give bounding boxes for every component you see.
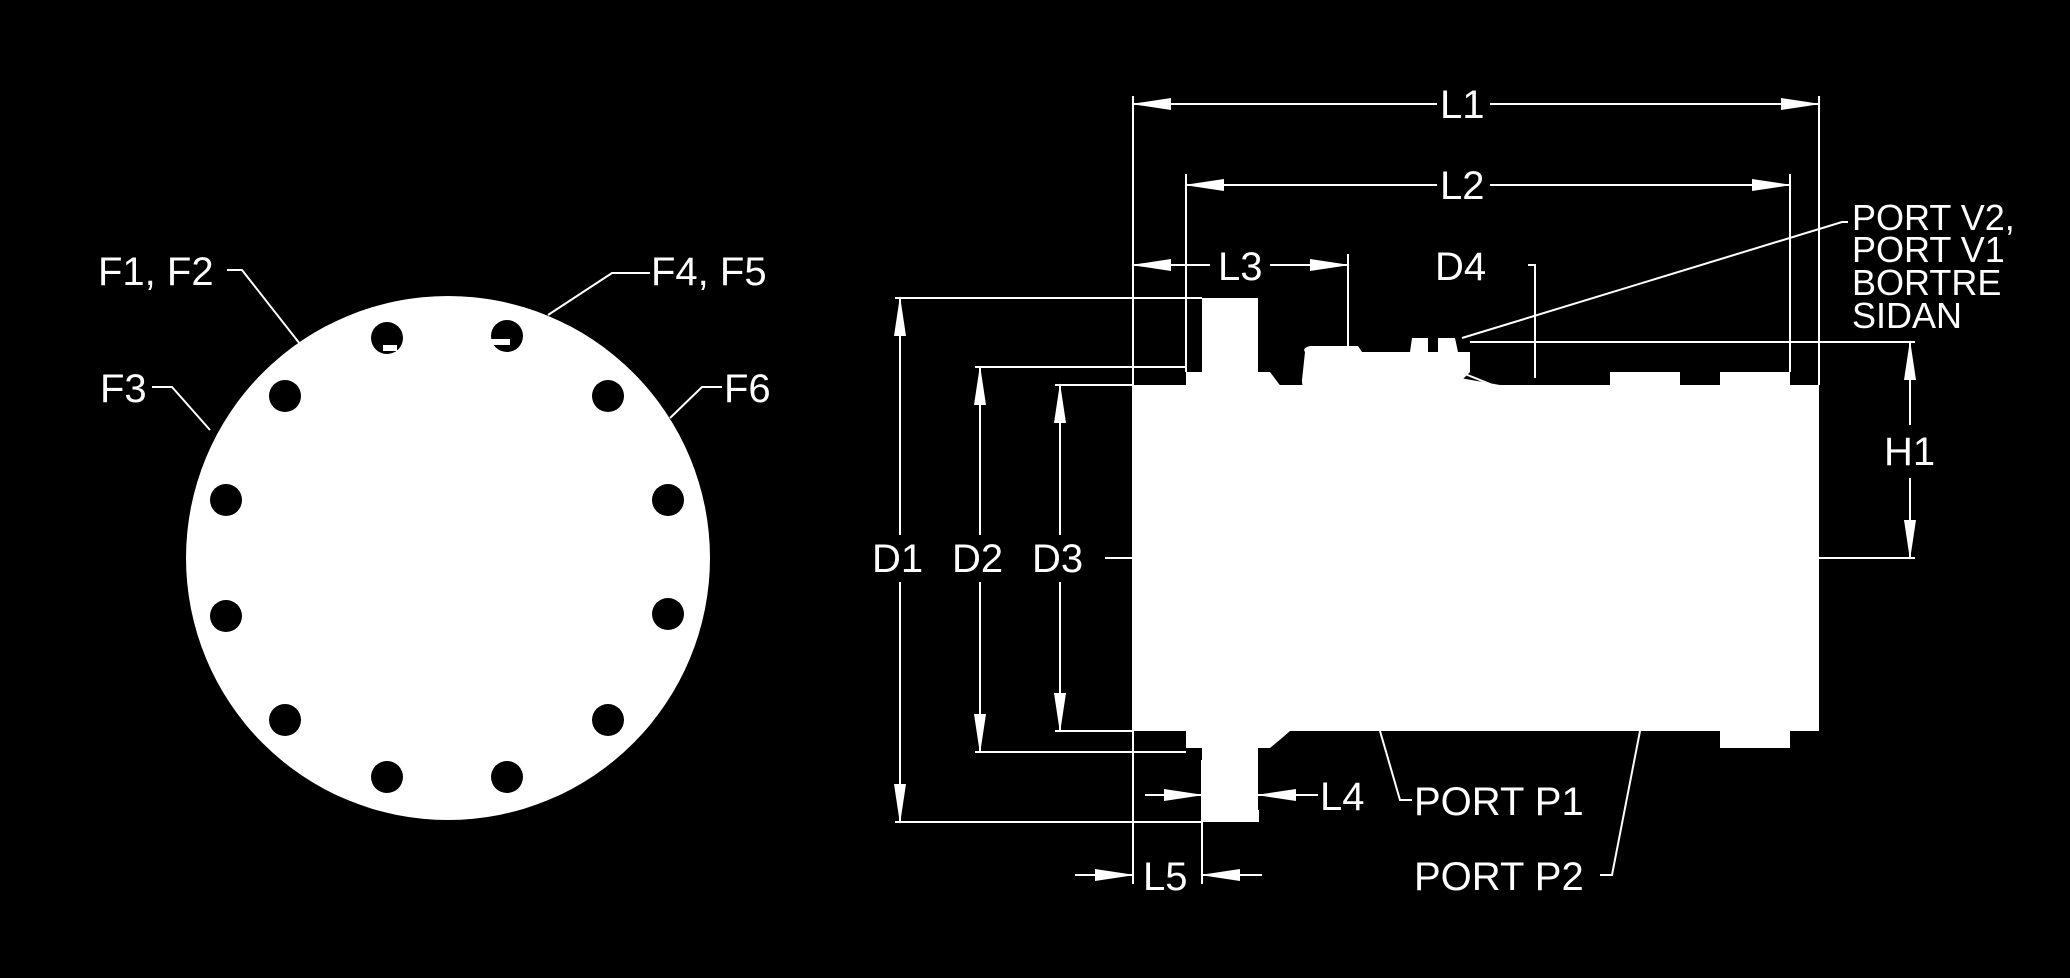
extension-lines xyxy=(895,96,1915,884)
side-view: L1 L2 L3 D4 D1 D2 D3 H1 L4 L5 PORT V2, P… xyxy=(872,83,2015,899)
bolt-hole xyxy=(269,704,301,736)
label-port-v-line3: BORTRE xyxy=(1852,262,2001,303)
label-d3: D3 xyxy=(1032,537,1083,581)
leader-port-p2 xyxy=(1600,730,1641,876)
label-l2: L2 xyxy=(1440,164,1485,208)
bolt-hole xyxy=(592,380,624,412)
end-view-leaders xyxy=(152,269,722,431)
side-view-leaders xyxy=(1379,221,1848,876)
bolt-hole xyxy=(210,484,242,516)
end-view: F1, F2 F4, F5 F3 F6 xyxy=(98,250,771,820)
valve-block xyxy=(1302,338,1470,392)
bolt-hole xyxy=(491,761,523,793)
label-l5: L5 xyxy=(1143,855,1188,899)
bolt-hole xyxy=(592,704,624,736)
label-port-p1: PORT P1 xyxy=(1414,780,1584,824)
leader-d4 xyxy=(1528,264,1536,378)
label-l4: L4 xyxy=(1320,775,1365,819)
label-d2: D2 xyxy=(952,537,1003,581)
leader-port-v xyxy=(1461,221,1848,339)
bolt-holes xyxy=(210,320,684,793)
flange-disc xyxy=(186,296,710,820)
label-d1: D1 xyxy=(872,537,923,581)
label-f3: F3 xyxy=(100,367,147,411)
bottom-profile xyxy=(1186,731,1790,748)
label-d4: D4 xyxy=(1435,245,1486,289)
label-f1-f2: F1, F2 xyxy=(98,250,214,294)
label-f6: F6 xyxy=(724,367,771,411)
label-port-v-line1: PORT V2, xyxy=(1852,197,2015,238)
bolt-hole xyxy=(371,761,403,793)
label-l3: L3 xyxy=(1218,245,1263,289)
port-v-label: PORT V2, PORT V1 BORTRE SIDAN xyxy=(1852,197,2015,336)
bolt-hole xyxy=(269,380,301,412)
bolt-hole xyxy=(652,484,684,516)
label-h1: H1 xyxy=(1884,430,1935,474)
label-port-v-line2: PORT V1 xyxy=(1852,229,2005,270)
bolt-hole xyxy=(652,598,684,630)
leader-port-p1 xyxy=(1379,730,1412,801)
bolt-hole xyxy=(210,600,242,632)
label-f4-f5: F4, F5 xyxy=(651,250,767,294)
label-port-v-line4: SIDAN xyxy=(1852,295,1962,336)
bolt-hole xyxy=(491,320,523,352)
dimension-lines xyxy=(894,98,1916,881)
label-port-p2: PORT P2 xyxy=(1414,855,1584,899)
label-l1: L1 xyxy=(1440,83,1485,127)
